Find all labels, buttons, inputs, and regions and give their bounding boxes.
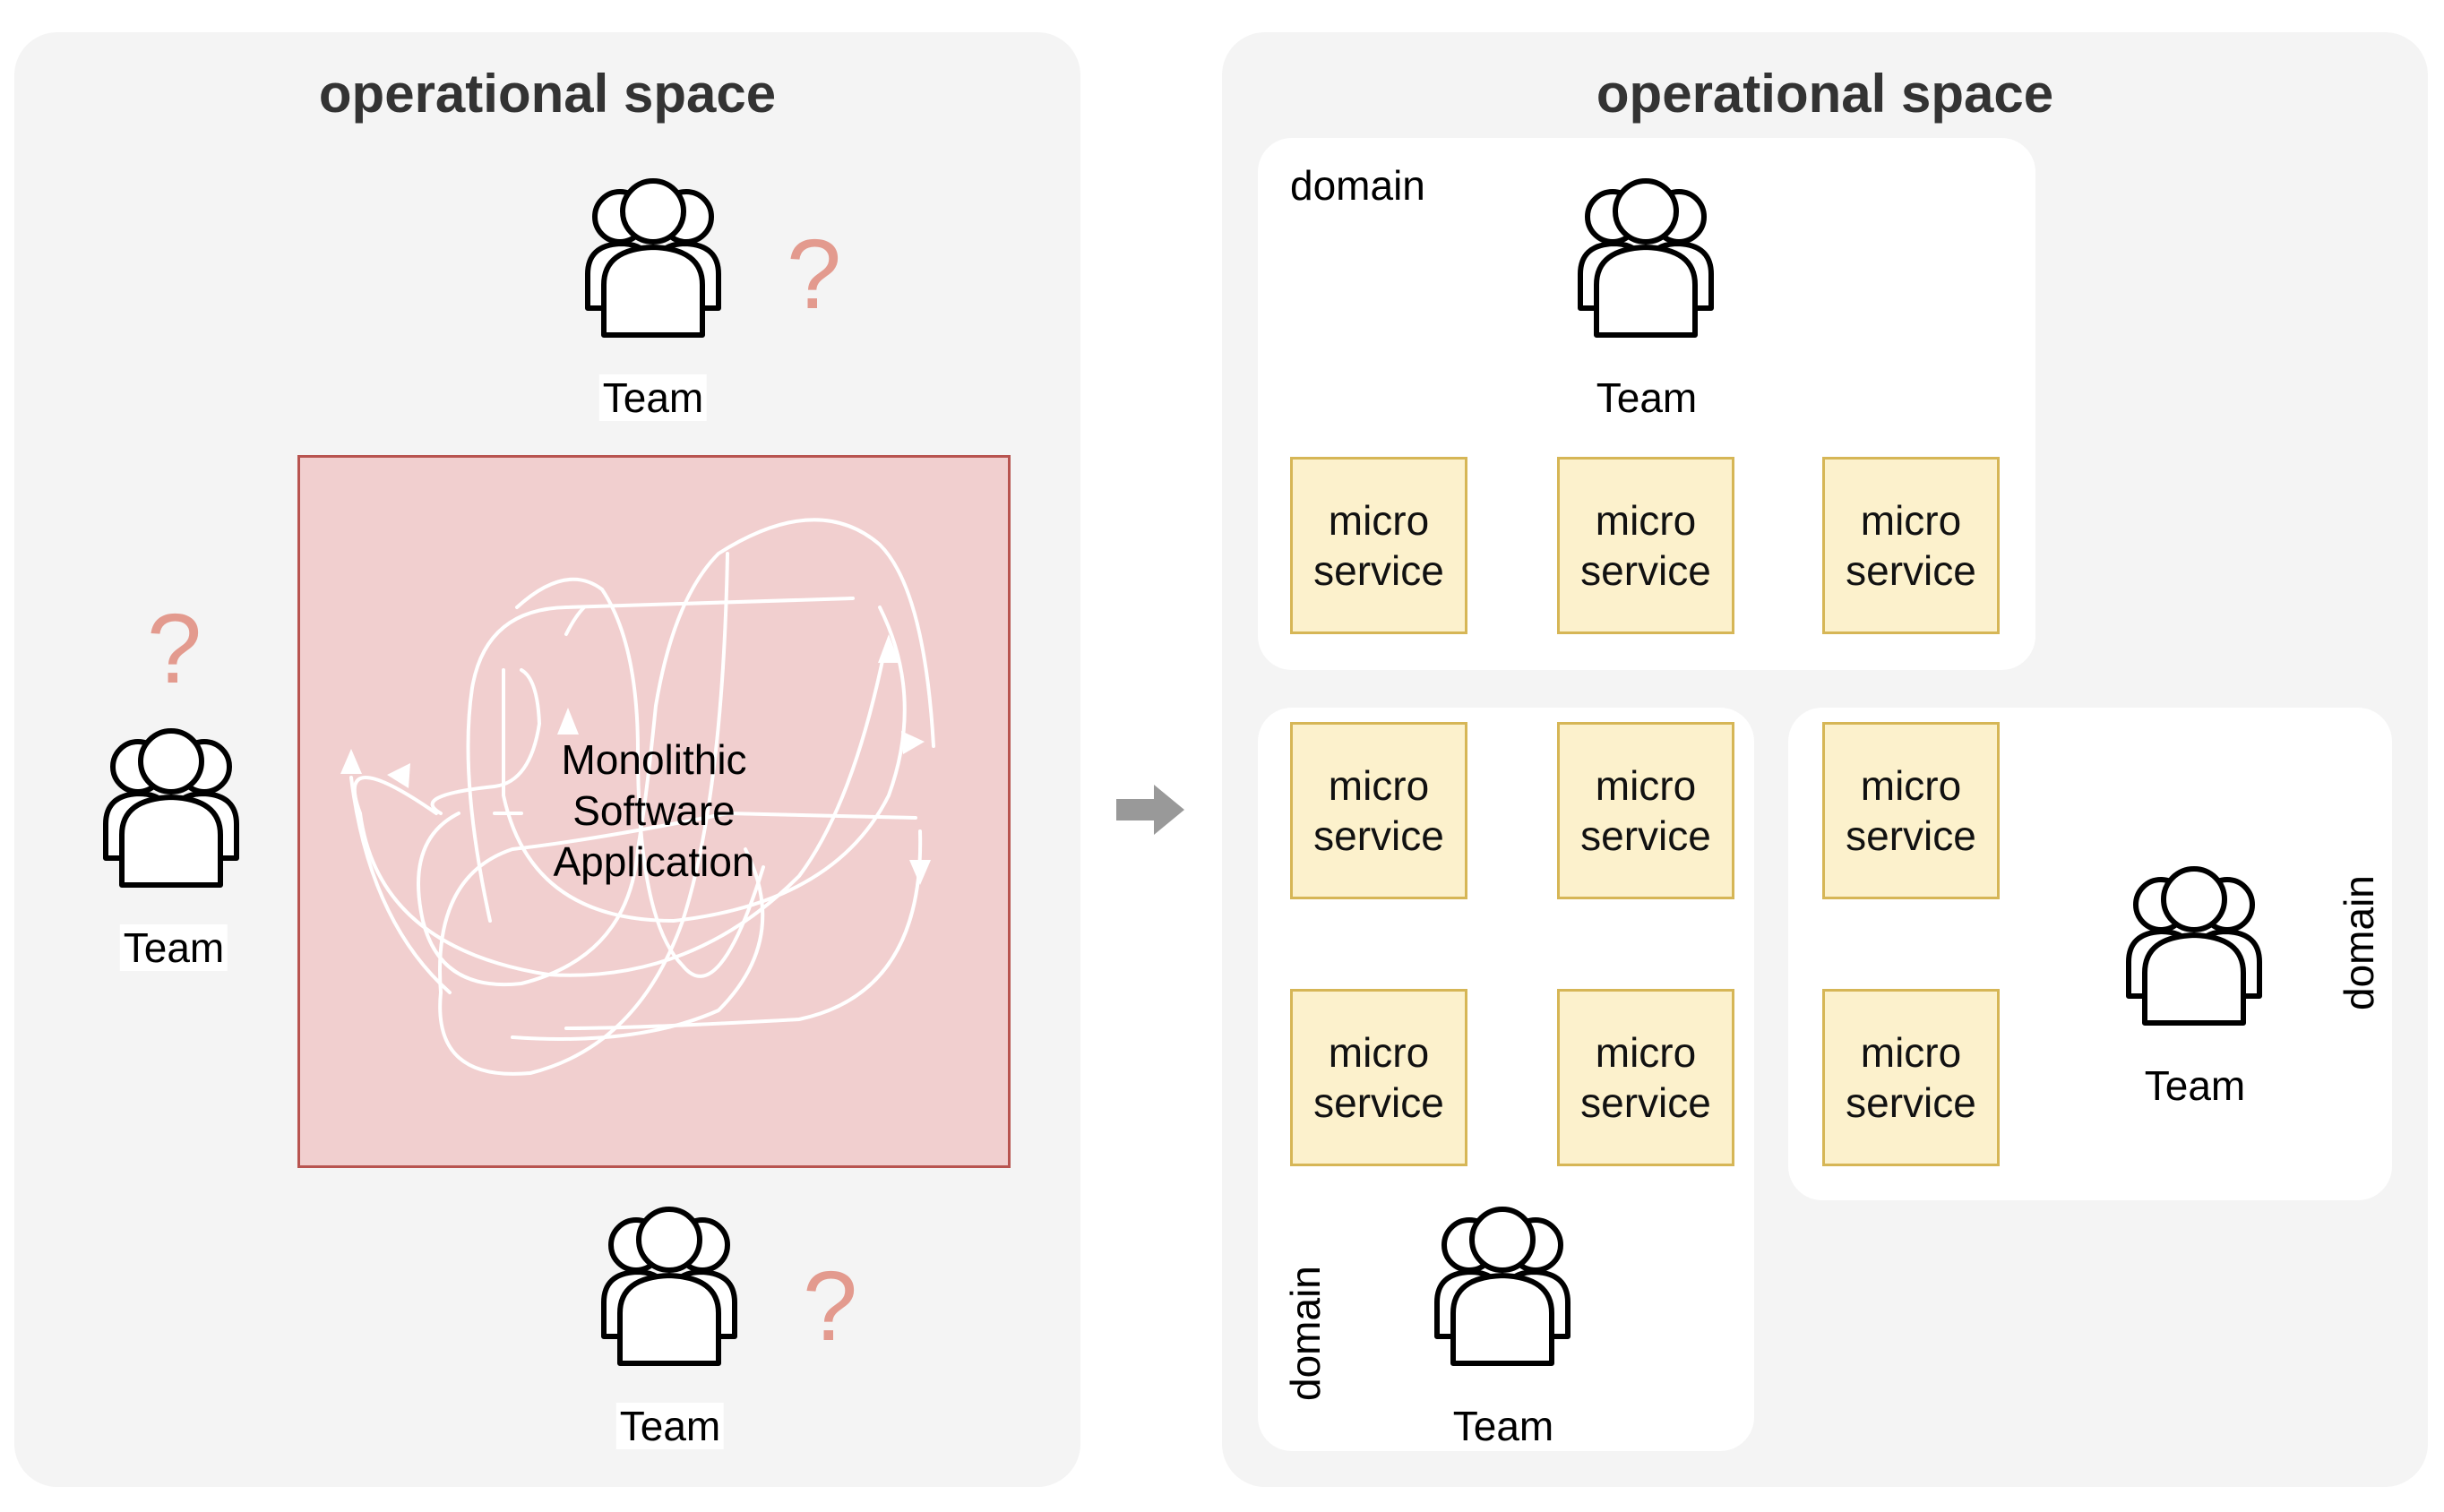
team-label-top: Team — [598, 374, 708, 421]
ms-line1: micro — [1595, 1029, 1697, 1076]
monolith-box — [297, 455, 1011, 1168]
microservice-top-1: micro service — [1290, 457, 1467, 634]
ms-line1: micro — [1860, 497, 1962, 544]
team-label-left: Team — [119, 924, 228, 971]
team-icon-domain-bottom-right — [2109, 862, 2279, 1032]
team-label-bottom: Team — [615, 1403, 725, 1449]
domain-label-bottom-left: domain — [1282, 1266, 1329, 1401]
team-label-domain-top: Team — [1592, 374, 1701, 421]
right-space-title: operational space — [1596, 64, 2054, 124]
left-space-title: operational space — [318, 64, 777, 124]
monolith-label: Monolithic Software Application — [502, 735, 806, 888]
ms-line1: micro — [1328, 1029, 1430, 1076]
team-label-domain-bottom-left: Team — [1449, 1403, 1558, 1449]
ms-line2: service — [1846, 1079, 1976, 1126]
ms-line2: service — [1580, 812, 1711, 859]
team-icon-domain-top — [1561, 174, 1731, 344]
microservice-bl-3: micro service — [1290, 989, 1467, 1166]
ms-line2: service — [1846, 812, 1976, 859]
microservice-bl-2: micro service — [1557, 722, 1734, 899]
monolith-label-line1: Monolithic — [561, 736, 747, 783]
tangled-flows-icon — [340, 518, 935, 1076]
team-icon-left — [86, 724, 256, 894]
microservice-br-2: micro service — [1822, 989, 2000, 1166]
ms-line2: service — [1313, 1079, 1444, 1126]
domain-label-top: domain — [1290, 162, 1425, 209]
right-arrow-icon — [1116, 785, 1184, 835]
microservice-top-2: micro service — [1557, 457, 1734, 634]
ms-line1: micro — [1328, 497, 1430, 544]
microservice-bl-1: micro service — [1290, 722, 1467, 899]
microservice-br-1: micro service — [1822, 722, 2000, 899]
team-icon-bottom — [584, 1202, 754, 1372]
question-mark-bottom: ? — [803, 1251, 858, 1362]
monolith-label-line3: Application — [553, 838, 755, 885]
ms-line1: micro — [1860, 762, 1962, 809]
team-icon-top — [568, 174, 738, 344]
ms-line2: service — [1313, 812, 1444, 859]
ms-line1: micro — [1328, 762, 1430, 809]
domain-label-bottom-right: domain — [2336, 875, 2382, 1010]
ms-line2: service — [1580, 1079, 1711, 1126]
ms-line1: micro — [1595, 762, 1697, 809]
ms-line2: service — [1580, 547, 1711, 594]
ms-line1: micro — [1860, 1029, 1962, 1076]
ms-line2: service — [1846, 547, 1976, 594]
team-icon-domain-bottom-left — [1417, 1202, 1588, 1372]
ms-line2: service — [1313, 547, 1444, 594]
question-mark-top: ? — [787, 219, 842, 330]
ms-line1: micro — [1595, 497, 1697, 544]
microservice-top-3: micro service — [1822, 457, 2000, 634]
team-label-domain-bottom-right: Team — [2140, 1062, 2250, 1109]
monolith-label-line2: Software — [572, 787, 736, 834]
microservice-bl-4: micro service — [1557, 989, 1734, 1166]
question-mark-left: ? — [147, 594, 202, 704]
